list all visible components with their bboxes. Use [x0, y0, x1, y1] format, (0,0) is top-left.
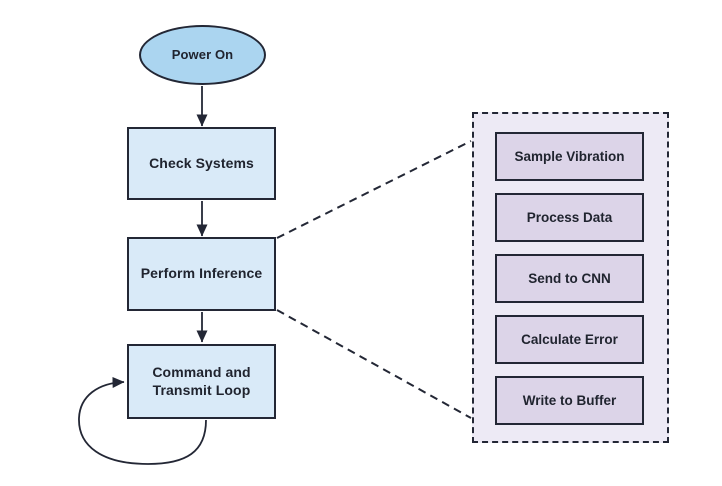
- node-command-transmit-loop-label: Command and Transmit Loop: [152, 364, 250, 400]
- step-send-to-cnn: Send to CNN: [495, 254, 644, 303]
- node-check-systems: Check Systems: [127, 127, 276, 200]
- node-perform-inference-label: Perform Inference: [140, 265, 263, 282]
- node-command-label-line1: Command and: [152, 363, 251, 380]
- node-perform-inference: Perform Inference: [127, 237, 276, 311]
- step-calculate-error: Calculate Error: [495, 315, 644, 364]
- detail-panel: Sample Vibration Process Data Send to CN…: [472, 112, 669, 443]
- step-sample-vibration: Sample Vibration: [495, 132, 644, 181]
- node-power-on: Power On: [139, 25, 266, 85]
- step-process-data: Process Data: [495, 193, 644, 242]
- step-write-to-buffer: Write to Buffer: [495, 376, 644, 425]
- node-power-on-label: Power On: [171, 46, 234, 62]
- node-command-label-line2: Transmit Loop: [152, 381, 251, 398]
- zoom-line-top: [276, 140, 472, 239]
- node-check-systems-label: Check Systems: [149, 154, 254, 171]
- node-command-transmit-loop: Command and Transmit Loop: [127, 344, 276, 419]
- self-loop-arrow: [78, 376, 207, 465]
- zoom-line-bottom: [276, 309, 472, 419]
